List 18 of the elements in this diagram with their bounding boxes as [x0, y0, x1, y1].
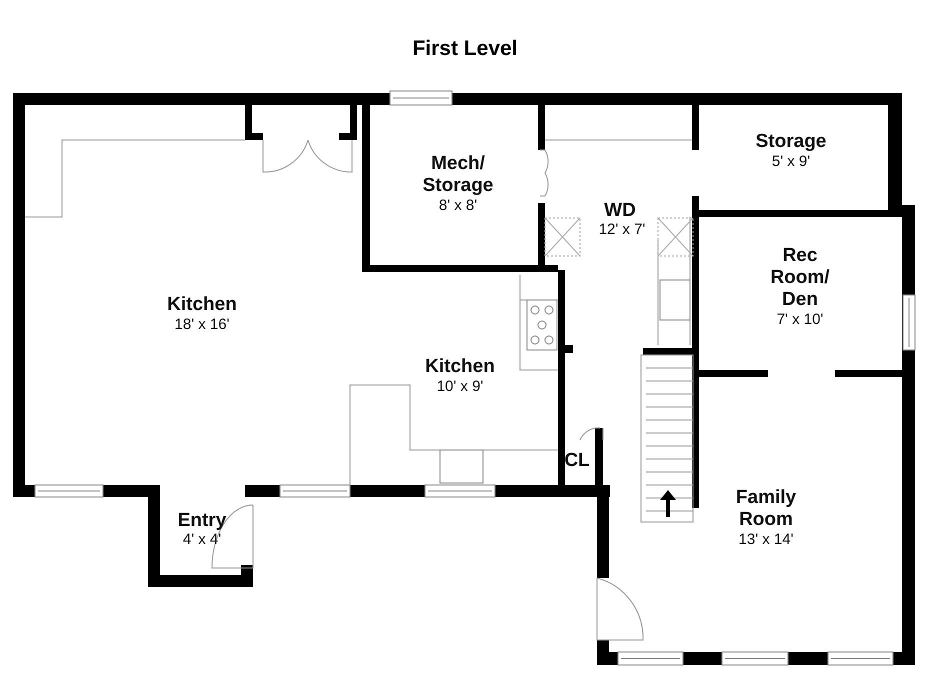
room-name: Family Room [734, 487, 798, 531]
room-dimensions: 12' x 7' [598, 221, 646, 238]
room-name: CL [563, 450, 591, 472]
room-dimensions: 4' x 4' [182, 531, 222, 548]
room-dimensions: 5' x 9' [770, 153, 812, 170]
diagram-title: First Level [411, 37, 519, 61]
room-name: Mech/ Storage [422, 153, 494, 197]
room-dimensions: 7' x 10' [776, 311, 824, 328]
room-name: Storage [754, 131, 828, 153]
room-name: Kitchen [424, 356, 496, 378]
room-name: WD [603, 200, 637, 222]
room-name: Kitchen [166, 294, 238, 316]
room-name: Rec Room/ Den [769, 245, 831, 311]
room-dimensions: 18' x 16' [174, 316, 230, 333]
room-dimensions: 8' x 8' [438, 197, 478, 214]
room-dimensions: 10' x 9' [436, 378, 484, 395]
room-name: Entry [176, 510, 228, 532]
room-dimensions: 13' x 14' [738, 531, 794, 548]
